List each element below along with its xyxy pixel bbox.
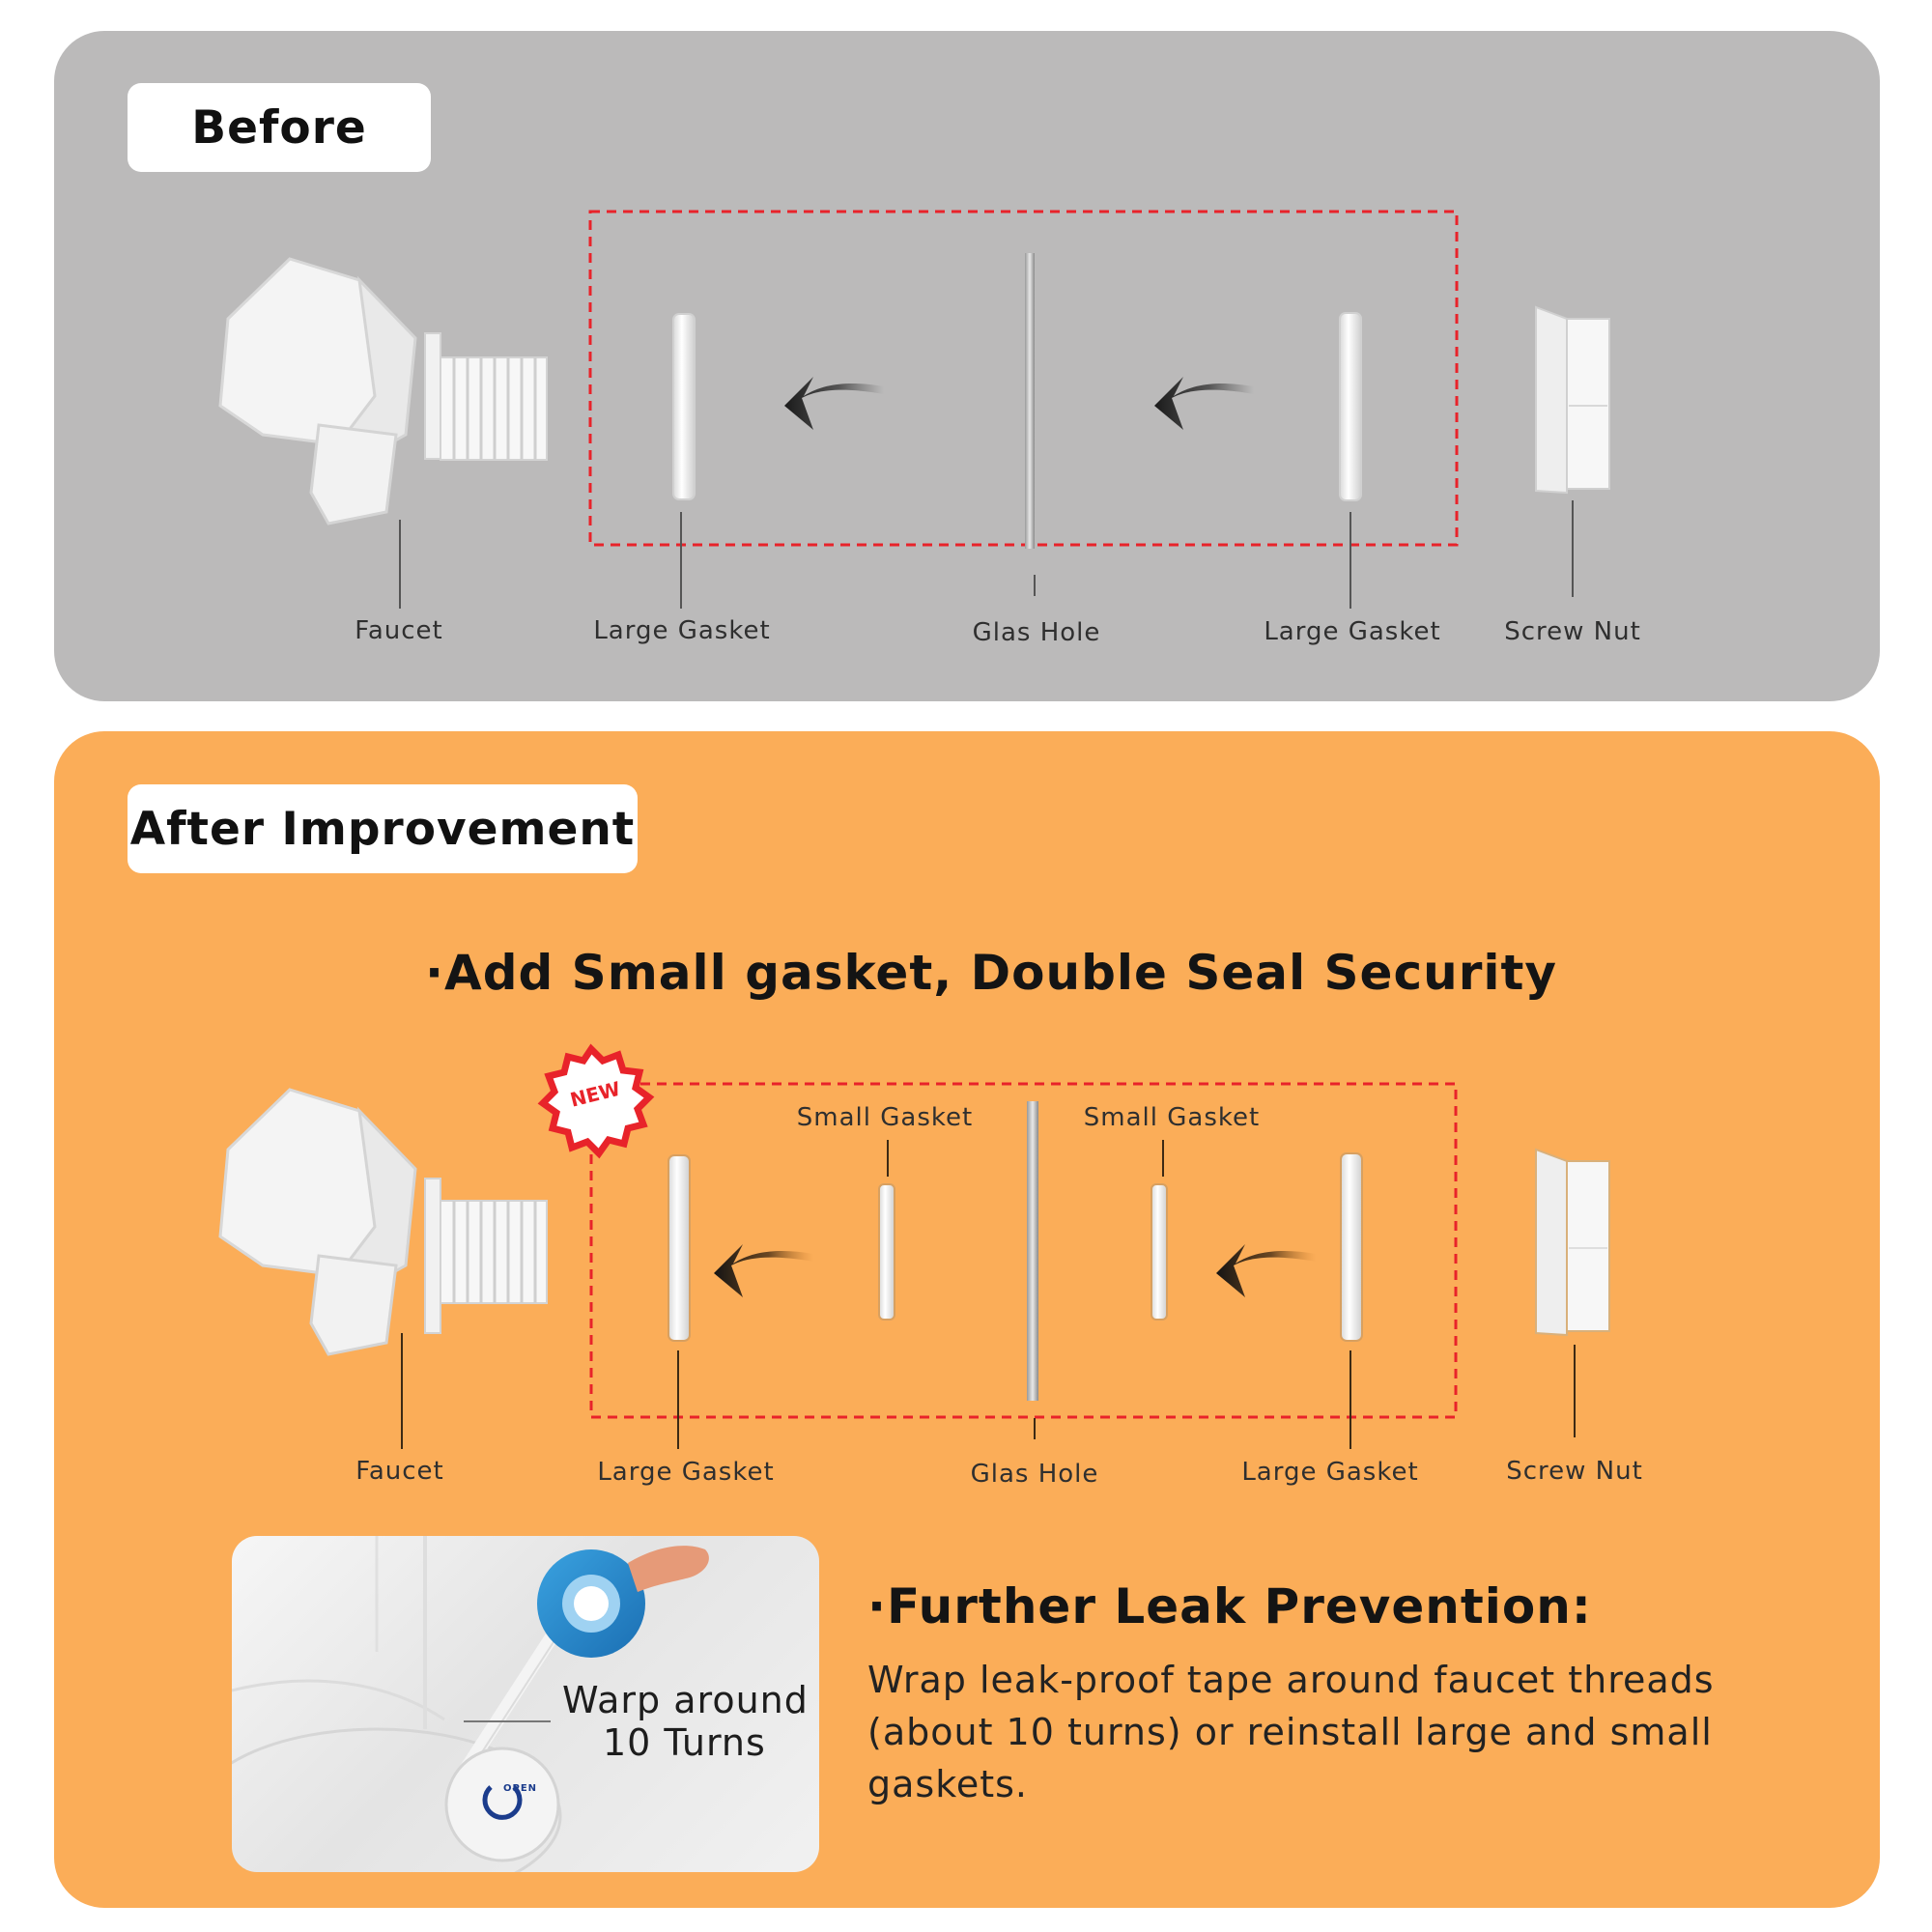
leak-prevention-body: Wrap leak-proof tape around faucet threa… [867, 1659, 1715, 1805]
label-before-glas-hole: Glas Hole [972, 618, 1101, 647]
arrow-before-right [1154, 377, 1254, 430]
faucet-before-illustration [218, 257, 548, 526]
label-before-screw-nut: Screw Nut [1504, 617, 1641, 646]
small-gasket-after-left [878, 1183, 895, 1321]
tape-photo-graphics [232, 1536, 709, 1872]
large-gasket-before-left [672, 313, 696, 500]
tape-wrapping-photo: OPEN [232, 1536, 819, 1872]
leak-prevention-heading: ·Further Leak Prevention: [867, 1578, 1592, 1634]
large-gasket-after-left [668, 1154, 691, 1342]
screw-nut-before-illustration [1535, 305, 1610, 495]
arrow-after-left [714, 1244, 813, 1297]
photo-caption-line2: 10 Turns [603, 1721, 766, 1764]
label-after-large-gasket-right: Large Gasket [1241, 1458, 1419, 1487]
screw-nut-after-illustration [1535, 1148, 1610, 1337]
new-badge [537, 1043, 655, 1159]
arrow-before-left [784, 377, 884, 430]
large-gasket-before-right [1339, 312, 1362, 501]
large-gasket-after-right [1340, 1152, 1363, 1342]
small-gasket-after-right [1151, 1183, 1168, 1321]
arrow-after-right [1216, 1244, 1316, 1297]
before-dashed-region [588, 210, 1459, 547]
before-title: Before [128, 83, 431, 172]
label-after-glas-hole: Glas Hole [970, 1460, 1099, 1489]
after-dashed-region [589, 1082, 1458, 1419]
label-after-small-gasket-right: Small Gasket [1083, 1103, 1261, 1132]
faucet-after-illustration [218, 1088, 548, 1356]
label-before-large-gasket-left: Large Gasket [593, 616, 771, 645]
label-after-small-gasket-left: Small Gasket [796, 1103, 974, 1132]
photo-caption-line1: Warp around [562, 1679, 809, 1721]
glas-hole-after [1027, 1101, 1038, 1401]
glas-hole-before [1025, 253, 1035, 549]
after-title: After Improvement [128, 784, 638, 873]
label-after-faucet: Faucet [355, 1457, 444, 1486]
tape-photo-open-text: OPEN [503, 1783, 538, 1794]
label-before-large-gasket-right: Large Gasket [1264, 617, 1441, 646]
label-after-screw-nut: Screw Nut [1506, 1457, 1643, 1486]
label-after-large-gasket-left: Large Gasket [597, 1458, 775, 1487]
double-seal-headline: ·Add Small gasket, Double Seal Security [425, 945, 1557, 1001]
label-before-faucet: Faucet [355, 616, 443, 645]
